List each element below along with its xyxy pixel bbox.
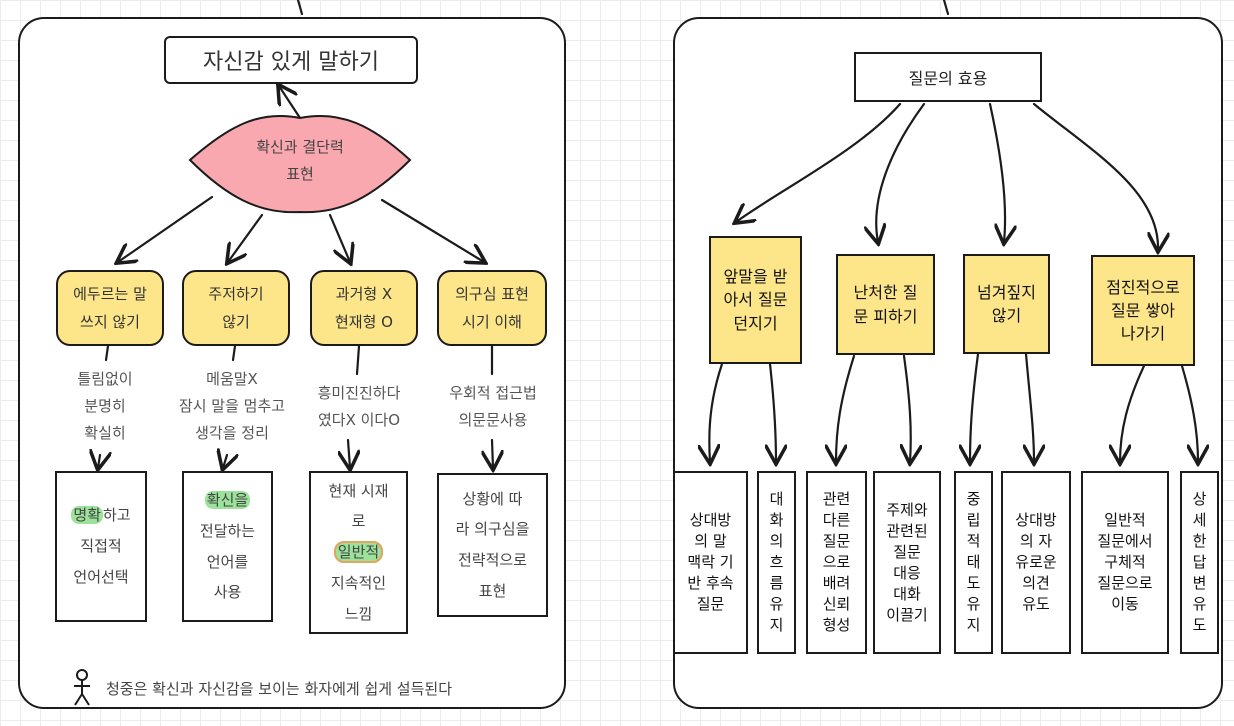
- edge-note4-box: [492, 438, 493, 468]
- detail-box-3-pre: 현재 시재 로: [328, 481, 389, 531]
- edge-cat3-note: [355, 344, 361, 376]
- center-diamond-shape: [188, 114, 412, 214]
- leaf-4b: 상 세 한 답 변 유 도: [1180, 471, 1219, 654]
- edge-title-branch1: [736, 102, 902, 222]
- edge-center-cat2: [228, 213, 264, 262]
- branch-2-label: 난처한 질 문 피하기: [853, 283, 918, 326]
- edge-b4-l2: [1180, 364, 1198, 462]
- branch-4-label: 점진적으로 질문 쌓아 나가기: [1106, 277, 1180, 344]
- left-title-text: 자신감 있게 말하기: [203, 50, 379, 75]
- category-4: 의구심 표현 시기 이해: [437, 270, 547, 346]
- edge-center-cat3: [328, 213, 350, 262]
- detail-box-3-post: 지속적인 느낌: [330, 573, 387, 623]
- branch-3: 넘겨짚지 않기: [963, 254, 1050, 354]
- top-stub-right: [942, 0, 950, 16]
- detail-box-1-post: 하고 직접적 언어선택: [73, 506, 131, 586]
- edge-b1-l2: [770, 362, 776, 462]
- leaf-1a: 상대방 의 말 맥락 기 반 후속 질문: [673, 471, 748, 654]
- edge-b3-l1: [970, 352, 978, 462]
- top-stub-left: [296, 0, 304, 16]
- edge-cat2-note: [231, 344, 237, 362]
- edge-center-cat1: [118, 195, 214, 262]
- right-title-text: 질문의 효용: [908, 69, 988, 88]
- edge-center-to-title: [279, 86, 302, 120]
- edge-note2-box: [223, 455, 227, 468]
- branch-3-label: 넘겨짚지 않기: [977, 282, 1036, 325]
- edge-b3-l2: [1026, 352, 1034, 462]
- category-2-note: 메움말X 잠시 말을 멈추고 생각을 정리: [178, 370, 286, 442]
- footer-caption: 청중은 확신과 자신감을 보이는 화자에게 쉽게 설득된다: [106, 680, 453, 698]
- leaf-2a: 관련 다른 질문 으로 배려 신뢰 형성: [806, 471, 867, 654]
- category-1-note: 틀림없이 분명히 확실히: [77, 370, 133, 442]
- edge-b1-l1: [709, 362, 724, 462]
- center-node: 확신과 결단력 표현: [220, 130, 380, 192]
- edge-center-cat4: [380, 198, 484, 262]
- branch-2: 난처한 질 문 피하기: [836, 254, 935, 355]
- category-1-label: 에두르는 말 쓰지 않기: [73, 284, 147, 332]
- category-1: 에두르는 말 쓰지 않기: [56, 270, 164, 346]
- detail-box-2: 확신을 전달하는 언어를 사용: [182, 471, 273, 622]
- detail-box-3-highlight: 일반적: [333, 541, 384, 564]
- detail-box-2-post: 전달하는 언어를 사용: [199, 521, 256, 602]
- category-3: 과거형 X 현재형 O: [310, 270, 418, 346]
- edge-title-branch2: [876, 102, 926, 242]
- edge-cat1-note: [104, 344, 110, 362]
- edge-b2-l2: [904, 354, 911, 462]
- detail-box-4: 상황에 따 라 의구심을 전략적으로 표현: [437, 473, 548, 617]
- branch-4: 점진적으로 질문 쌓아 나가기: [1091, 255, 1195, 366]
- detail-box-2-highlight: 확신을: [204, 491, 251, 509]
- edge-note3-box: [348, 438, 350, 468]
- left-title: 자신감 있게 말하기: [164, 36, 418, 84]
- leaf-2b: 주제와 관련된 질문 대응 대화 이끌기: [873, 471, 941, 654]
- leaf-1b: 대 화 의 흐 름 유 지: [757, 471, 796, 654]
- category-4-label: 의구심 표현 시기 이해: [455, 284, 529, 332]
- edge-b4-l1: [1120, 364, 1146, 462]
- edge-title-branch3: [988, 102, 1005, 242]
- edge-b2-l1: [836, 354, 856, 462]
- branch-1-label: 앞말을 받 아서 질문 던지기: [723, 267, 788, 333]
- detail-box-4-post: 상황에 따 라 의구심을 전략적으로 표현: [455, 489, 530, 600]
- center-node-label: 확신과 결단력 표현: [256, 138, 344, 183]
- leaf-3b: 상대방 의 자 유로운 의견 유도: [1001, 471, 1071, 654]
- branch-1: 앞말을 받 아서 질문 던지기: [709, 236, 802, 364]
- person-stick-figure-icon: [74, 669, 90, 706]
- edge-note1-box: [98, 455, 100, 468]
- detail-box-3: 현재 시재 로 일반적 지속적인 느낌: [309, 471, 408, 634]
- category-3-note: 흥미진진하다 였다X 이다O: [317, 384, 401, 429]
- edge-title-branch4: [1032, 102, 1158, 250]
- leaf-3a: 중 립 적 태 도 유 지: [954, 471, 993, 654]
- category-2-label: 주저하기 않기: [208, 284, 264, 332]
- detail-box-1-highlight: 명확: [71, 506, 103, 525]
- right-title: 질문의 효용: [854, 52, 1042, 102]
- leaf-4a: 일반적 질문에서 구체적 질문으로 이동: [1081, 471, 1169, 654]
- category-2: 주저하기 않기: [182, 270, 290, 346]
- category-4-note: 우회적 접근법 의문문사용: [449, 384, 537, 429]
- category-3-label: 과거형 X 현재형 O: [335, 284, 393, 332]
